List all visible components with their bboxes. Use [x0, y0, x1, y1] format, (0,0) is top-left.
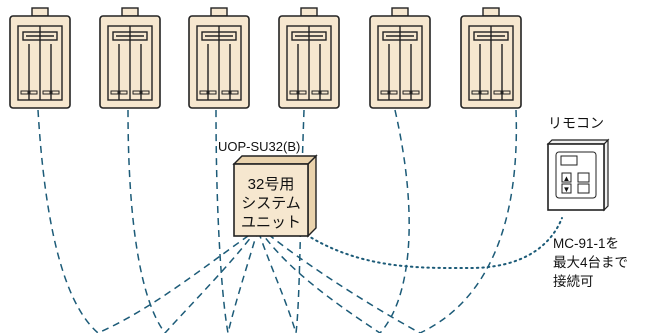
wire-unit-6 — [267, 109, 518, 333]
water-heater-indicator — [402, 90, 411, 95]
water-heater-indicator — [502, 90, 511, 95]
system-unit: 32号用 システム ユニット — [232, 154, 318, 238]
wire-unit-3 — [215, 109, 257, 333]
water-heater-indicator — [380, 90, 389, 95]
remote-display — [560, 155, 578, 166]
remote-note-line-1: MC-91-1を — [553, 236, 619, 251]
water-heater-unit-4 — [278, 7, 340, 109]
water-heater-indicator — [42, 90, 51, 95]
water-heater-top-cap — [300, 7, 318, 17]
system-unit-top — [232, 155, 318, 165]
remote-note-line-2: 最大4台まで — [553, 255, 628, 270]
water-heater-indicator — [411, 90, 420, 95]
water-heater-top-cap — [391, 7, 409, 17]
remote-key-right-2 — [577, 183, 590, 194]
wire-unit-4 — [259, 109, 305, 333]
water-heater-indicator — [230, 90, 239, 95]
water-heater-indicator — [221, 90, 230, 95]
water-heater-unit-5 — [369, 7, 431, 109]
remote-down-button — [561, 183, 572, 194]
system-unit-line-3: ユニット — [241, 214, 301, 231]
water-heater-unit-6 — [460, 7, 522, 109]
water-heater-indicator — [471, 90, 480, 95]
water-heater-top-cap — [121, 7, 139, 17]
water-heater-unit-3 — [188, 7, 250, 109]
system-unit-line-2: システム — [241, 195, 301, 212]
remote-title: リモコン — [548, 115, 604, 131]
water-heater-top-cap — [31, 7, 49, 17]
connection-wires — [37, 109, 563, 333]
wire-unit-1 — [37, 109, 249, 333]
wire-unit-5 — [263, 109, 410, 333]
water-heater-indicator — [493, 90, 502, 95]
remote-down-arrow-icon: ▼ — [563, 185, 571, 194]
water-heater-indicator — [20, 90, 29, 95]
remote-note-line-3: 接続可 — [553, 273, 594, 289]
system-unit-side — [307, 154, 317, 238]
water-heater-indicator — [51, 90, 60, 95]
system-unit-front — [233, 163, 309, 237]
water-heater-indicator — [132, 90, 141, 95]
water-heater-indicator — [29, 90, 38, 95]
water-heater-top-cap — [482, 7, 500, 17]
remote-up-button — [561, 172, 572, 183]
water-heater-unit-1 — [9, 7, 71, 109]
water-heater-indicator — [199, 90, 208, 95]
water-heater-indicator — [311, 90, 320, 95]
water-heater-indicator — [119, 90, 128, 95]
system-unit-model-label: UOP-SU32(B) — [218, 139, 300, 154]
water-heater-unit-2 — [99, 7, 161, 109]
water-heater-indicator — [141, 90, 150, 95]
water-heater-indicator — [320, 90, 329, 95]
water-heater-indicator — [480, 90, 489, 95]
remote-key-right-1 — [577, 172, 590, 183]
water-heater-indicator — [208, 90, 217, 95]
water-heater-indicator — [298, 90, 307, 95]
water-heaters — [9, 7, 522, 109]
water-heater-indicator — [289, 90, 298, 95]
water-heater-top-cap — [210, 7, 228, 17]
system-unit-line-1: 32号用 — [248, 176, 295, 193]
wire-remote — [301, 217, 563, 270]
remote-controller: ▲ ▼ — [546, 138, 610, 212]
water-heater-indicator — [110, 90, 119, 95]
water-heater-indicator — [389, 90, 398, 95]
remote-up-arrow-icon: ▲ — [563, 174, 571, 183]
